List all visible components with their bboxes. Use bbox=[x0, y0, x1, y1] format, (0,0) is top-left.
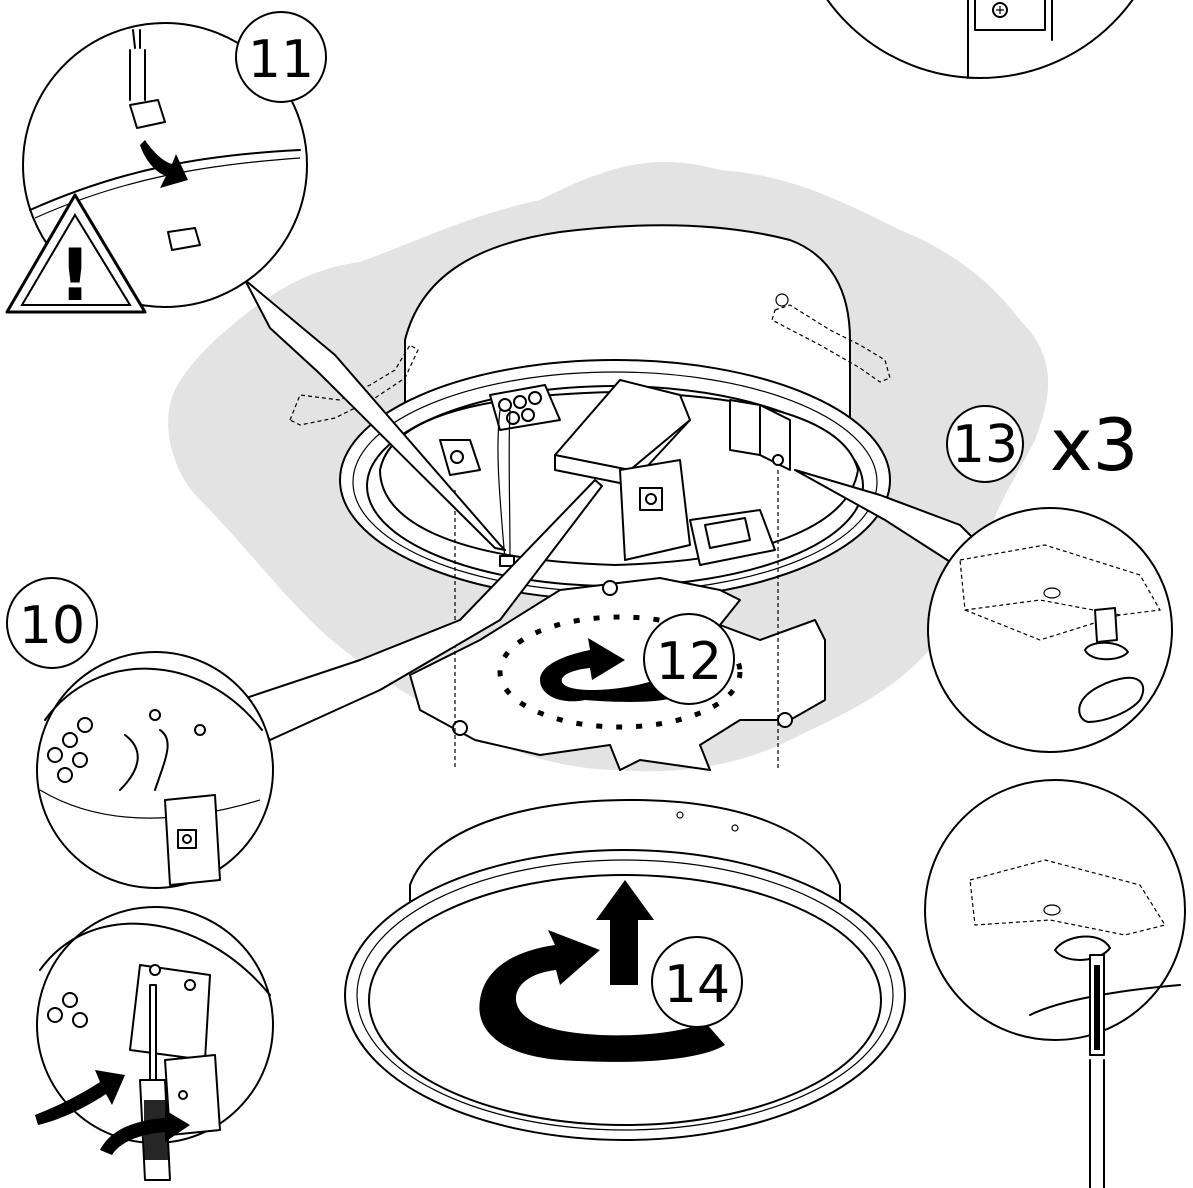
step-badge-10: 10 bbox=[6, 577, 98, 669]
step-badge-13: 13 bbox=[946, 405, 1024, 483]
multiplier-label: x3 bbox=[1050, 403, 1138, 487]
up-arrow-icon bbox=[596, 880, 654, 985]
push-arrow-icon bbox=[35, 1070, 190, 1155]
detail-circle-10 bbox=[36, 651, 274, 889]
detail-circle-screwdriver-right bbox=[924, 779, 1186, 1188]
fixture-body bbox=[289, 224, 891, 771]
step-badge-11: 11 bbox=[235, 11, 327, 103]
warning-triangle-icon: ! bbox=[5, 193, 147, 317]
step-label-10: 10 bbox=[19, 596, 85, 656]
step-badge-14: 14 bbox=[651, 936, 743, 1028]
plate-holes bbox=[497, 614, 743, 730]
step-label-12: 12 bbox=[656, 632, 722, 692]
detail-circle-top bbox=[826, 0, 1134, 79]
step-label-14: 14 bbox=[664, 955, 730, 1015]
step-label-13: 13 bbox=[952, 415, 1018, 475]
lamp-cover bbox=[344, 799, 906, 1141]
callout-11 bbox=[244, 279, 506, 551]
callout-10 bbox=[239, 479, 603, 741]
step-badge-12: 12 bbox=[643, 613, 735, 705]
step-label-11: 11 bbox=[248, 30, 314, 90]
warning-symbol: ! bbox=[59, 233, 92, 317]
rotate-arrow-large-icon bbox=[479, 930, 725, 1062]
detail-circle-13 bbox=[927, 507, 1173, 753]
